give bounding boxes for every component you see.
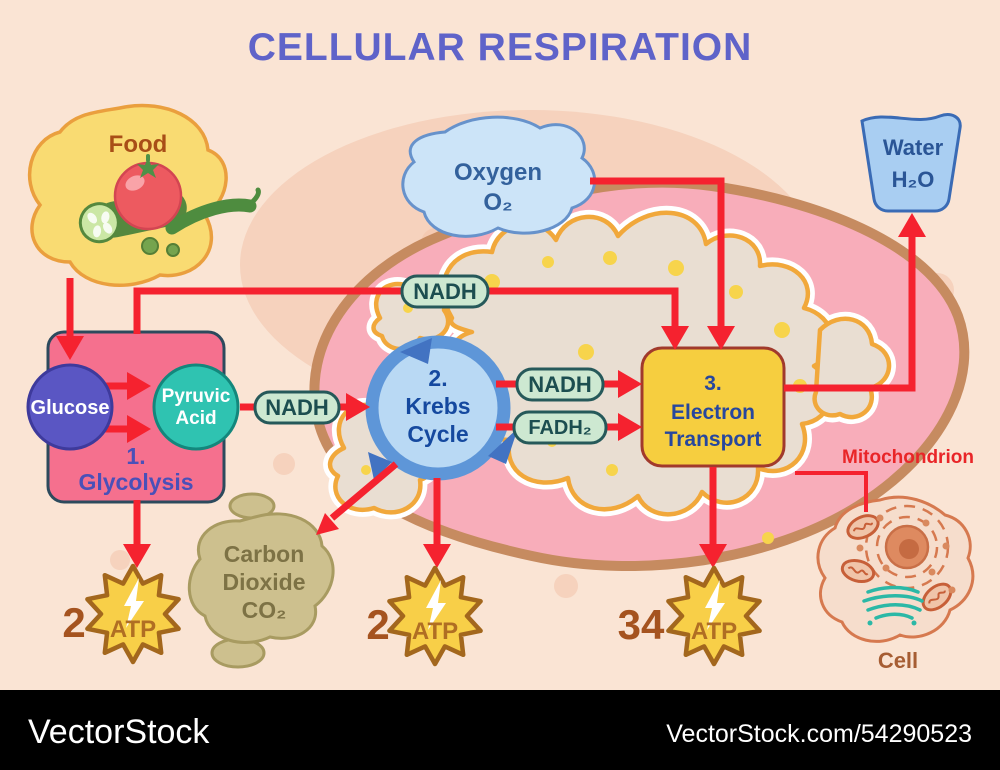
electron-transport-box: [640, 346, 786, 468]
transport-label-line1: Electron: [671, 401, 755, 424]
glucose-label: Glucose: [31, 397, 110, 419]
pyruvic-label-line2: Acid: [175, 408, 216, 429]
atp-star-krebs: ATP: [387, 565, 483, 667]
atp-label: ATP: [412, 618, 458, 645]
nadh-pill-krebs: [515, 367, 605, 402]
water-cup: [860, 113, 962, 213]
nadh-label-top: NADH: [413, 279, 477, 304]
golgi-apparatus: [862, 585, 924, 626]
cycle-arrowhead-icon: [400, 338, 432, 364]
fadh2-label: FADH₂: [528, 417, 591, 439]
cell-illustration: [816, 495, 975, 643]
atp-count-transport: 34: [618, 601, 665, 648]
carbon-dioxide-blob: [187, 492, 335, 669]
tomato-illustration: [113, 154, 183, 231]
krebs-step: 2.: [428, 365, 447, 391]
oxygen-blob: [401, 115, 597, 238]
page-title: CELLULAR RESPIRATION: [248, 26, 753, 69]
cycle-arrowhead-icon: [368, 452, 392, 480]
footer-bar: VectorStock VectorStock.com/54290523: [0, 690, 1000, 770]
mitochondrion-label: Mitochondrion: [842, 447, 974, 468]
nucleolus: [899, 539, 919, 559]
lightning-bolt-icon: [124, 578, 144, 628]
nadh-pill-mid: [253, 390, 341, 425]
peas-illustration: [141, 237, 180, 257]
food-blob: [27, 103, 261, 287]
arrow-oxygen-to-transport: [590, 177, 725, 328]
pyruvic-acid-node: [152, 363, 240, 451]
co2-label-line2: Dioxide: [222, 569, 305, 595]
krebs-label-line2: Cycle: [407, 421, 468, 447]
atp-star-transport: ATP: [666, 565, 762, 667]
food-label: Food: [109, 131, 168, 158]
krebs-cycle-node: [365, 335, 518, 481]
oxygen-formula: O₂: [483, 189, 512, 216]
fadh2-pill: [512, 410, 608, 445]
endoplasmic-reticulum: [875, 515, 939, 579]
footer-credit: VectorStock.com/54290523: [666, 720, 972, 748]
nadh-pill-top: [400, 274, 490, 309]
cell-ribosome-dots: [856, 514, 956, 594]
nadh-label-mid: NADH: [265, 395, 329, 420]
green-bean-illustration: [165, 187, 261, 235]
atp-count-glycolysis: 2: [62, 599, 85, 646]
arrow-transport-to-water: [784, 235, 916, 392]
oxygen-label: Oxygen: [454, 159, 542, 186]
cell-mitochondria: [840, 514, 953, 612]
nadh-label-krebs: NADH: [528, 372, 592, 397]
footer-background: [0, 690, 1000, 770]
arrow-krebs-to-co2: [329, 461, 399, 521]
lightning-bolt-icon: [426, 580, 446, 630]
glucose-node: [26, 363, 114, 451]
co2-formula: CO₂: [242, 597, 287, 623]
footer-brand: VectorStock: [28, 713, 210, 751]
water-label: Water: [883, 135, 944, 160]
krebs-label-line1: Krebs: [405, 393, 470, 419]
glycolysis-label: Glycolysis: [78, 469, 193, 495]
atp-label: ATP: [110, 616, 156, 643]
pyruvic-label-line1: Pyruvic: [162, 386, 231, 407]
lightning-bolt-icon: [705, 580, 725, 630]
transport-label-line2: Transport: [665, 428, 762, 451]
co2-label-line1: Carbon: [224, 541, 305, 567]
cell-label: Cell: [878, 648, 918, 673]
atp-label: ATP: [691, 618, 737, 645]
water-formula: H₂O: [892, 167, 935, 192]
atp-count-krebs: 2: [366, 601, 389, 648]
atp-star-glycolysis: ATP: [85, 563, 181, 665]
transport-step: 3.: [704, 372, 722, 395]
mitochondrion-leader-line: [795, 471, 868, 512]
cycle-arrowhead-icon: [488, 428, 518, 464]
glycolysis-step: 1.: [126, 443, 145, 469]
